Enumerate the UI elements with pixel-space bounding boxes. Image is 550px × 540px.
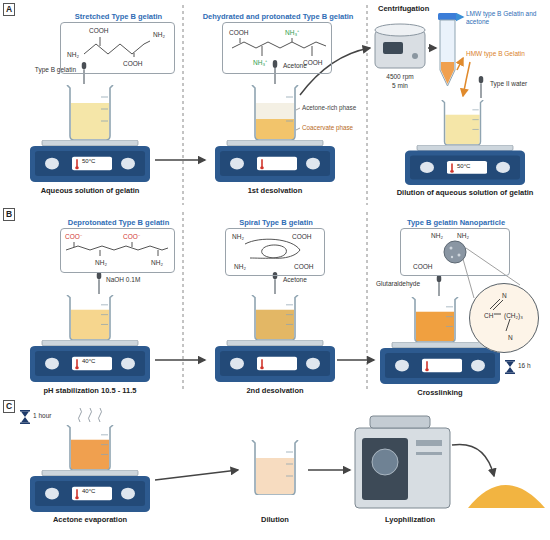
molecule-box: Deprotonated Type B gelatinCOO⁻NH₂COO⁻NH… bbox=[60, 228, 175, 273]
phase-label: Coacervate phase bbox=[302, 124, 353, 132]
chemical-group: NH₂ bbox=[151, 259, 163, 267]
annotation: 16 h bbox=[518, 362, 531, 370]
temperature-readout: 50°C bbox=[457, 163, 470, 170]
chemical-group: (CH₂)₃ bbox=[504, 312, 523, 320]
annotation: Acetone bbox=[283, 276, 307, 284]
chemical-group: NH₃⁺ bbox=[285, 29, 299, 37]
chemical-group: COO⁻ bbox=[65, 233, 82, 241]
molecule-box: Dehydrated and protonated Type B gelatin… bbox=[222, 22, 332, 74]
annotation: Type B gelatin bbox=[10, 66, 76, 74]
chemical-group: NH₂ bbox=[232, 233, 244, 241]
chemical-group: NH₂ bbox=[67, 51, 79, 59]
box-heading: Deprotonated Type B gelatin bbox=[41, 218, 196, 227]
panel-letter: C bbox=[3, 400, 15, 413]
chemical-group: NH₂ bbox=[153, 31, 165, 39]
chemical-group: N bbox=[508, 334, 513, 342]
step-caption: Lyophilization bbox=[335, 515, 485, 524]
phase-label: Acetone-rich phase bbox=[302, 104, 356, 112]
chemical-group: COO⁻ bbox=[123, 233, 140, 241]
chemical-group: COOH bbox=[229, 29, 249, 37]
step-caption: 2nd desolvation bbox=[200, 386, 350, 395]
panel-letter: B bbox=[3, 208, 15, 221]
step-caption: pH stabilization 10.5 - 11.5 bbox=[15, 386, 165, 395]
step-caption: Dilution of aqueous solution of gelatin bbox=[385, 188, 545, 197]
box-heading: Dehydrated and protonated Type B gelatin bbox=[193, 12, 363, 21]
zoom-circle: N CH (CH₂)₃ N bbox=[469, 283, 539, 353]
molecule-box: Spiral Type B gelatinNH₂COOHCOOHNH₂ bbox=[225, 228, 325, 276]
chemical-group: N bbox=[502, 292, 507, 300]
annotation: 5 min bbox=[370, 82, 430, 90]
chemical-group: NH₂ bbox=[234, 263, 246, 271]
annotation: 1 hour bbox=[33, 412, 51, 420]
step-caption: Crosslinking bbox=[365, 388, 515, 397]
annotation: 4500 rpm bbox=[370, 73, 430, 81]
panel-letter: A bbox=[3, 3, 15, 16]
chemical-group: COOH bbox=[123, 60, 143, 68]
step-caption: 1st desolvation bbox=[200, 186, 350, 195]
step-caption: Dilution bbox=[200, 515, 350, 524]
annotation: LMW type B Gelatin and acetone bbox=[466, 10, 546, 26]
step-caption: Aqueous solution of gelatin bbox=[15, 186, 165, 195]
chemical-group: NH₂ bbox=[95, 259, 107, 267]
annotation: Glutaraldehyde bbox=[376, 280, 420, 288]
step-caption: Centrifugation bbox=[378, 4, 429, 13]
chemical-group: CH bbox=[484, 312, 493, 320]
annotation: NaOH 0.1M bbox=[106, 276, 140, 284]
temperature-readout: 40°C bbox=[82, 358, 95, 365]
chemical-group: COOH bbox=[89, 27, 109, 35]
chemical-group: COOH bbox=[294, 263, 314, 271]
box-heading: Spiral Type B gelatin bbox=[206, 218, 346, 227]
chemical-group: NH₂ bbox=[431, 232, 443, 240]
chemical-group: NH₃⁺ bbox=[253, 59, 267, 67]
molecule-box: Stretched Type B gelatinNH₂COOHCOOHNH₂ bbox=[60, 22, 175, 74]
step-caption: Acetone evaporation bbox=[15, 515, 165, 524]
chemical-group: NH₂ bbox=[457, 232, 469, 240]
chemical-group: COOH bbox=[292, 233, 312, 241]
box-heading: Type B gelatin Nanoparticle bbox=[381, 218, 531, 227]
annotation: Type II water bbox=[490, 80, 546, 88]
box-heading: Stretched Type B gelatin bbox=[41, 12, 196, 21]
temperature-readout: 50°C bbox=[82, 158, 95, 165]
chemical-group: COOH bbox=[413, 263, 433, 271]
temperature-readout: 40°C bbox=[82, 488, 95, 495]
annotation: HMW type B Gelatin bbox=[466, 50, 544, 58]
chemical-group: COOH bbox=[303, 59, 323, 67]
molecule-box: Type B gelatin NanoparticleNH₂NH₂COOH bbox=[400, 228, 510, 276]
